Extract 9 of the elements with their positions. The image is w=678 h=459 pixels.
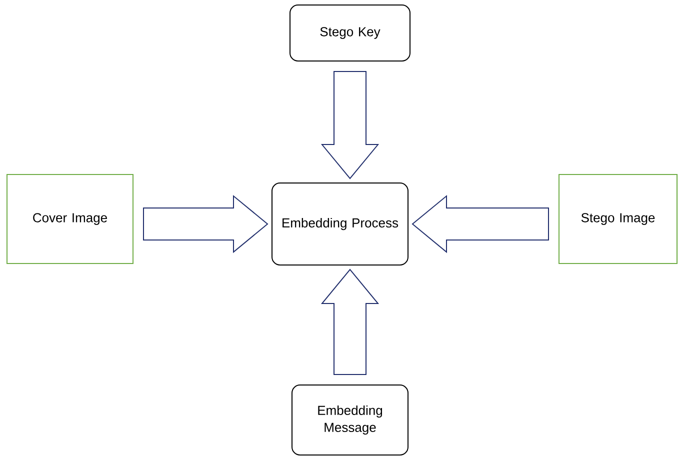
block-arrow	[143, 194, 268, 254]
image-box: Cover Image	[6, 174, 134, 264]
process-box: Stego Key	[290, 4, 410, 62]
block-arrow	[320, 268, 380, 375]
image-box: Stego Image	[558, 174, 678, 264]
process-box: Embedding Process	[272, 182, 408, 266]
process-box: Embedding Message	[292, 384, 408, 456]
block-arrow	[320, 71, 380, 180]
block-arrow	[412, 194, 549, 254]
